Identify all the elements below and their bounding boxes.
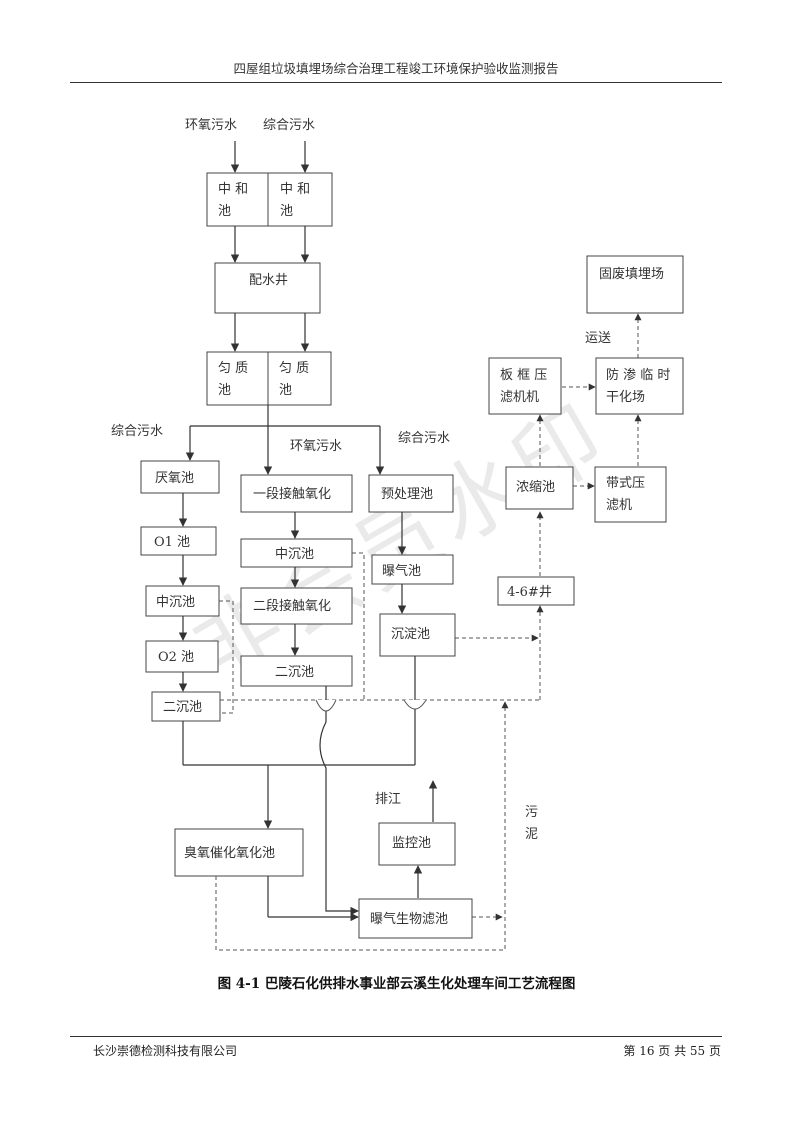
sediment-text: 沉淀池 [391, 627, 430, 642]
box-biofilter [358, 898, 473, 939]
box-contact-ox2 [240, 587, 353, 625]
contact-ox2-text: 二段接触氧化 [253, 598, 331, 614]
antiseep-text-a: 防 渗 临 时 [606, 367, 670, 383]
box-equalization-1 [206, 351, 269, 406]
label-comp-branch-right: 综合污水 [398, 431, 450, 446]
neutral2-text-b: 池 [280, 204, 293, 219]
plate-press-text-b: 滤机机 [500, 390, 539, 405]
box-contact-ox1 [240, 474, 353, 513]
label-epoxy-branch: 环氧污水 [290, 439, 342, 454]
equalize1-text-b: 池 [218, 383, 231, 398]
well-text: 4-6#井 [507, 585, 552, 600]
footer-rule [70, 1036, 722, 1037]
box-ozone [174, 828, 304, 877]
box-pretreat [368, 474, 454, 513]
o2-text: O2 池 [158, 650, 194, 665]
equalize2-text-b: 池 [279, 383, 292, 398]
page-header: 四屋组垃圾填埋场综合治理工程竣工环境保护验收监测报告 [233, 61, 559, 76]
plate-press-text-a: 板 框 压 [500, 368, 547, 383]
figure-caption: 图 4-1 巴陵石化供排水事业部云溪生化处理车间工艺流程图 [217, 976, 576, 992]
input-epoxy-label: 环氧污水 [185, 118, 237, 133]
box-neutralization-2 [267, 172, 333, 227]
box-well [497, 576, 575, 606]
aeration-text: 曝气池 [382, 563, 421, 579]
neutral2-text-a: 中 和 [280, 182, 310, 197]
box-solid-landfill [586, 255, 684, 314]
input-comp-label: 综合污水 [263, 118, 315, 133]
biofilter-text: 曝气生物滤池 [370, 911, 448, 927]
box-distribution-well [214, 262, 321, 314]
neutral1-text-b: 池 [218, 204, 231, 219]
sec-settle-mid-text: 二沉池 [275, 665, 314, 680]
label-discharge: 排江 [375, 792, 401, 807]
box-belt-press [594, 466, 667, 523]
box-antiseep-drying [595, 357, 684, 415]
label-sludge-a: 污 [525, 805, 538, 820]
box-plate-press [488, 357, 562, 415]
belt-press-text-a: 带式压 [606, 476, 645, 491]
mid-settle-left-text: 中沉池 [156, 595, 195, 610]
box-anoxic [140, 460, 220, 494]
belt-press-text-b: 滤机 [606, 498, 632, 513]
box-o2 [145, 640, 219, 673]
mid-settle-mid-text: 中沉池 [275, 547, 314, 562]
distribution-well-text: 配水井 [249, 273, 288, 288]
solid-landfill-text: 固废填埋场 [599, 266, 664, 282]
box-mid-settle-left [145, 585, 220, 617]
box-aeration [371, 554, 454, 585]
sec-settle-left-text: 二沉池 [163, 700, 202, 715]
box-monitor [378, 822, 456, 866]
box-neutralization-1 [206, 172, 269, 227]
ozone-text: 臭氧催化氧化池 [184, 846, 275, 861]
box-sec-settle-mid [240, 655, 353, 687]
o1-text: O1 池 [154, 535, 190, 550]
pretreat-text: 预处理池 [381, 487, 433, 502]
box-sediment [379, 613, 456, 657]
footer-page-number: 第 16 页 共 55 页 [623, 1044, 721, 1058]
label-transport: 运送 [585, 331, 611, 346]
thickener-text: 浓缩池 [516, 479, 555, 495]
antiseep-text-b: 干化场 [606, 390, 645, 405]
box-o1 [140, 526, 217, 556]
equalize2-text-a: 匀 质 [279, 361, 309, 376]
footer-company: 长沙崇德检测科技有限公司 [93, 1044, 238, 1058]
box-thickener [505, 466, 574, 510]
anoxic-text: 厌氧池 [155, 471, 194, 486]
equalize1-text-a: 匀 质 [218, 361, 248, 376]
label-sludge-b: 泥 [525, 827, 538, 842]
label-comp-branch-left: 综合污水 [111, 424, 163, 439]
monitor-text: 监控池 [392, 836, 431, 851]
header-rule [70, 82, 722, 83]
box-sec-settle-left [151, 691, 221, 722]
neutral1-text-a: 中 和 [218, 182, 248, 197]
box-equalization-2 [267, 351, 332, 406]
contact-ox1-text: 一段接触氧化 [253, 486, 331, 502]
